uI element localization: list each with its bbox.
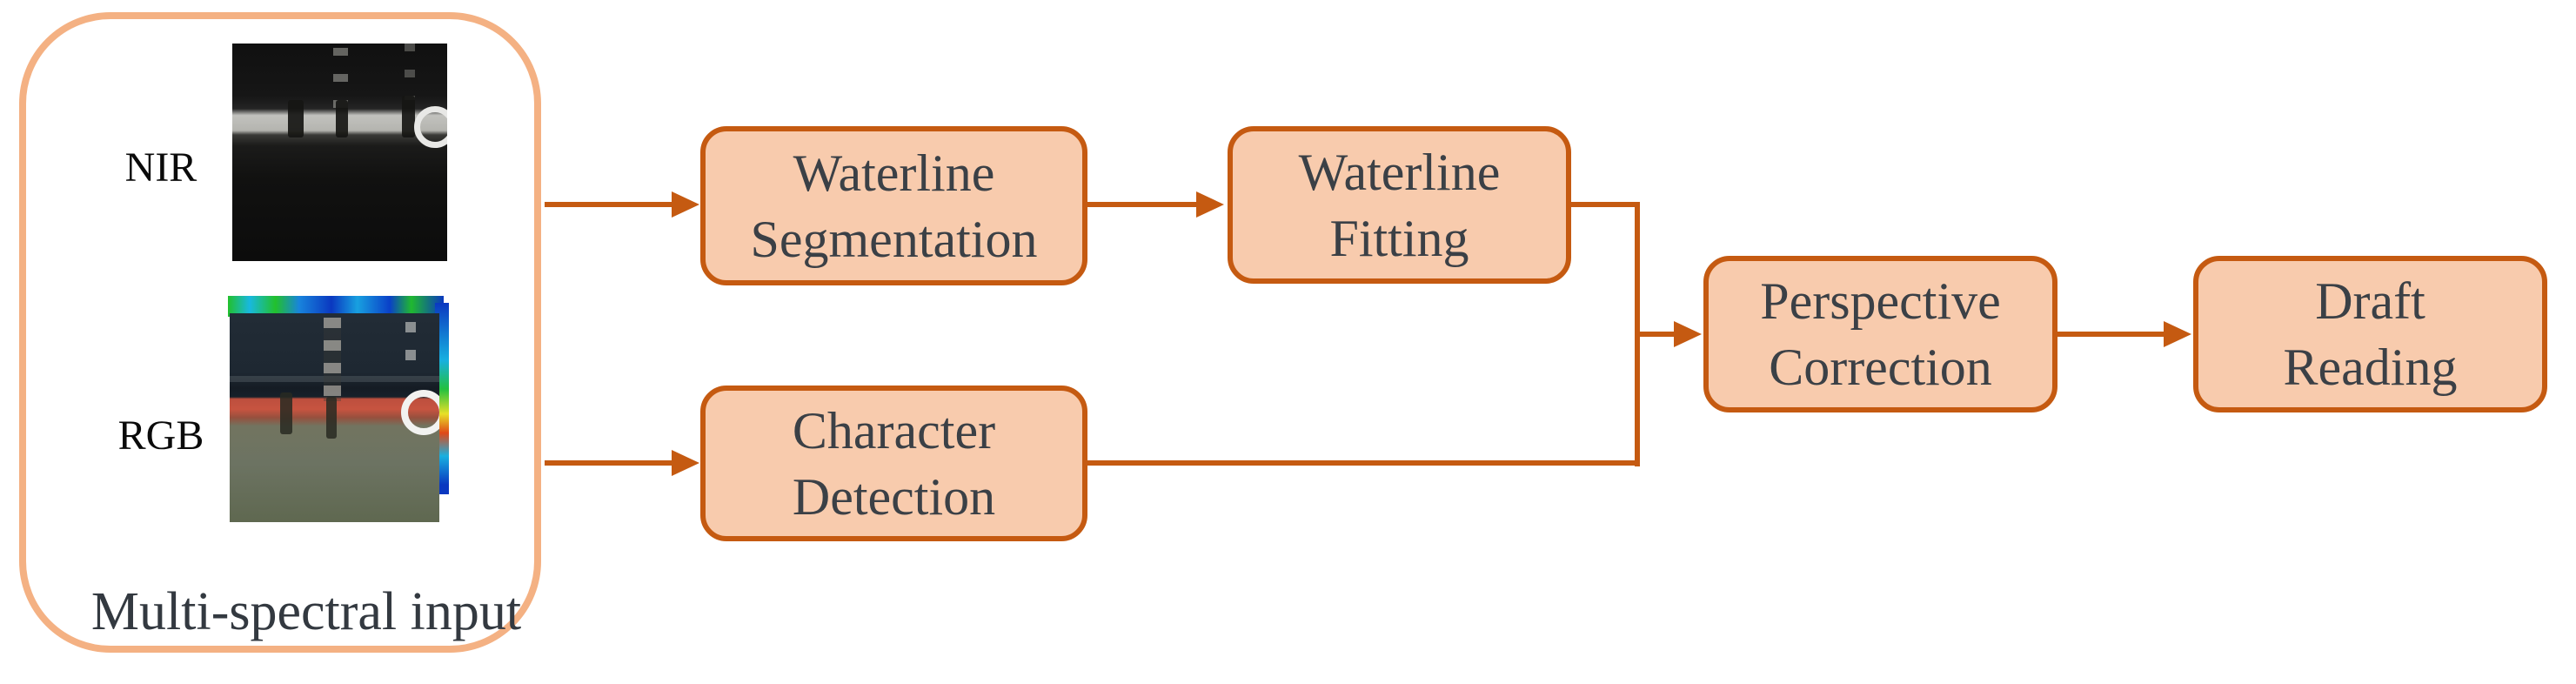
connector-junction-to-perspective [1635,332,1676,337]
rgb-thumbnail-image [223,296,449,529]
nir-post [288,100,304,137]
node-label-line: Character [792,401,996,459]
nir-draft-marks-right [404,44,415,100]
node-label-line: Waterline [793,144,995,202]
node-label-line: Perspective [1760,272,2001,330]
rgb-post [279,392,293,435]
rgb-post [325,397,337,439]
rgb-highlight-blob [401,390,439,435]
nir-label: NIR [124,144,197,191]
node-label-line: Waterline [1298,143,1501,201]
node-label-line: Segmentation [750,210,1038,268]
arrowhead-waterline-fitting [1196,191,1224,218]
nir-post [402,96,415,137]
arrowhead-draft-reading [2164,321,2191,347]
node-label-line: Fitting [1329,209,1469,267]
nir-post [335,100,349,137]
connector-segmentation-to-fitting [1087,202,1198,207]
nir-draft-marks [333,48,349,109]
rgb-label: RGB [117,412,204,459]
connector-input-to-character-detection [545,460,673,466]
arrowhead-waterline-segmentation [672,191,699,218]
arrowhead-character-detection [672,450,699,476]
connector-detection-to-junction [1087,460,1640,466]
rgb-photo [230,313,439,522]
node-label-line: Reading [2283,339,2458,396]
nir-thumbnail-image [232,44,447,261]
connector-perspective-to-draft-reading [2057,332,2164,337]
node-character-detection: Character Detection [700,386,1087,541]
node-label-line: Correction [1769,339,1992,396]
input-group-caption: Multi-spectral input [90,582,522,641]
arrowhead-perspective-correction [1674,321,1702,347]
node-draft-reading: Draft Reading [2193,256,2547,412]
connector-fitting-to-junction [1571,202,1640,207]
nir-highlight-blob [414,106,447,148]
node-label-line: Draft [2315,272,2425,330]
node-perspective-correction: Perspective Correction [1703,256,2057,412]
node-label-line: Detection [792,467,996,526]
node-waterline-segmentation: Waterline Segmentation [700,126,1087,285]
node-waterline-fitting: Waterline Fitting [1228,126,1571,284]
rgb-draft-mark-strip [324,317,341,401]
rgb-white-streaks [405,321,417,376]
connector-input-to-waterline-segmentation [545,202,673,207]
